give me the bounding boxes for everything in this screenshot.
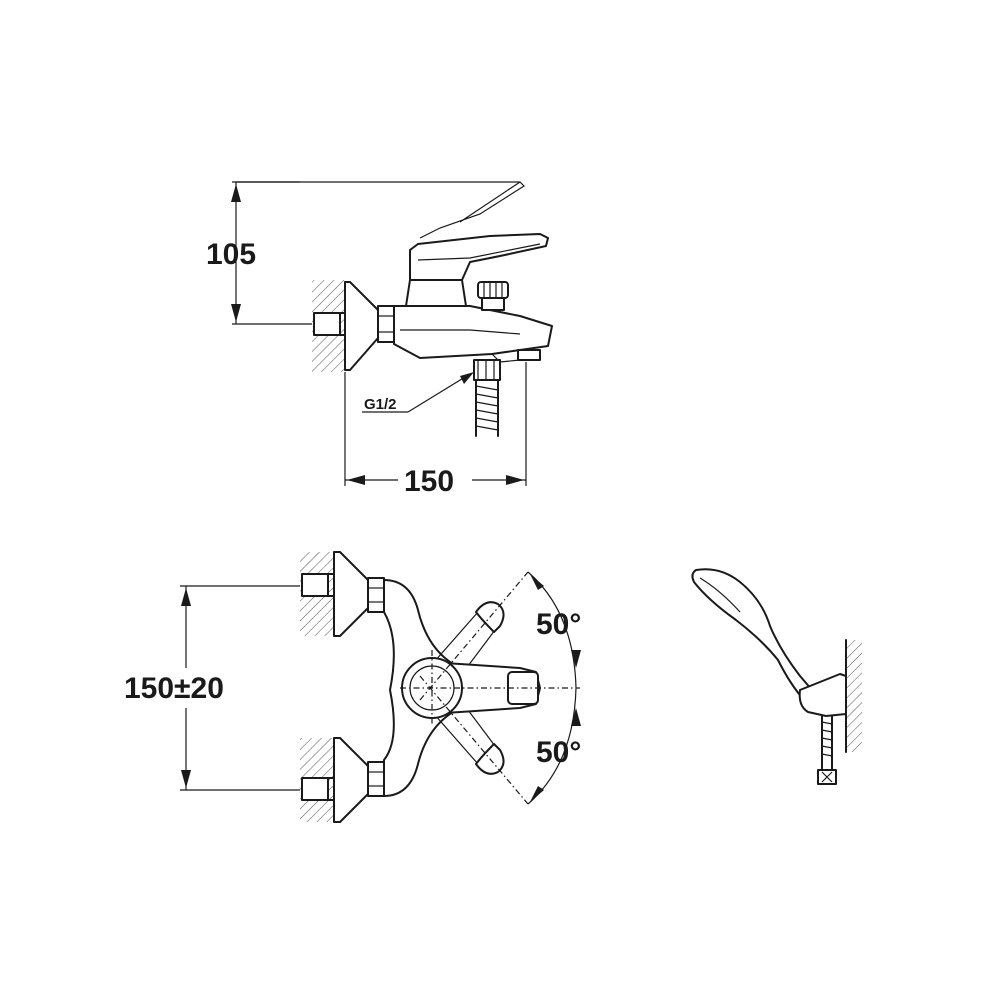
- lower-nut: [367, 761, 385, 797]
- upper-nut: [367, 577, 385, 613]
- shower-hose: [475, 379, 499, 437]
- inlet-stub: [313, 312, 341, 336]
- shower-holder: [798, 673, 847, 717]
- diverter-knob: [477, 281, 509, 299]
- wall-flange: [344, 281, 379, 371]
- angle-arc: [527, 571, 577, 805]
- wall-hatch-shower: [846, 640, 862, 752]
- angle-lower-label: 50°: [536, 736, 581, 769]
- shower-head: [691, 568, 813, 701]
- width-label: 150: [404, 465, 454, 498]
- spacing-dimension: 150±20: [124, 585, 300, 791]
- connector-nut: [377, 305, 395, 343]
- angle-upper-label: 50°: [536, 608, 581, 641]
- cartridge-housing: [405, 279, 467, 307]
- mixer-lever: [409, 233, 549, 281]
- height-dimension: 105: [206, 181, 312, 325]
- spacing-label: 150±20: [124, 672, 224, 705]
- thread-leader: [407, 373, 471, 413]
- width-dimension: 150: [344, 362, 527, 498]
- spout-outlet: [517, 349, 541, 361]
- side-view: G1/2 105 150: [206, 181, 553, 498]
- upper-flange: [333, 551, 369, 637]
- thread-label: G1/2: [364, 396, 397, 413]
- raised-lever-phantom: [236, 181, 525, 239]
- top-view: 50° 50° 150±20: [124, 551, 581, 823]
- height-label: 105: [206, 238, 256, 271]
- hand-shower-view: [691, 568, 862, 785]
- lower-flange: [333, 737, 369, 823]
